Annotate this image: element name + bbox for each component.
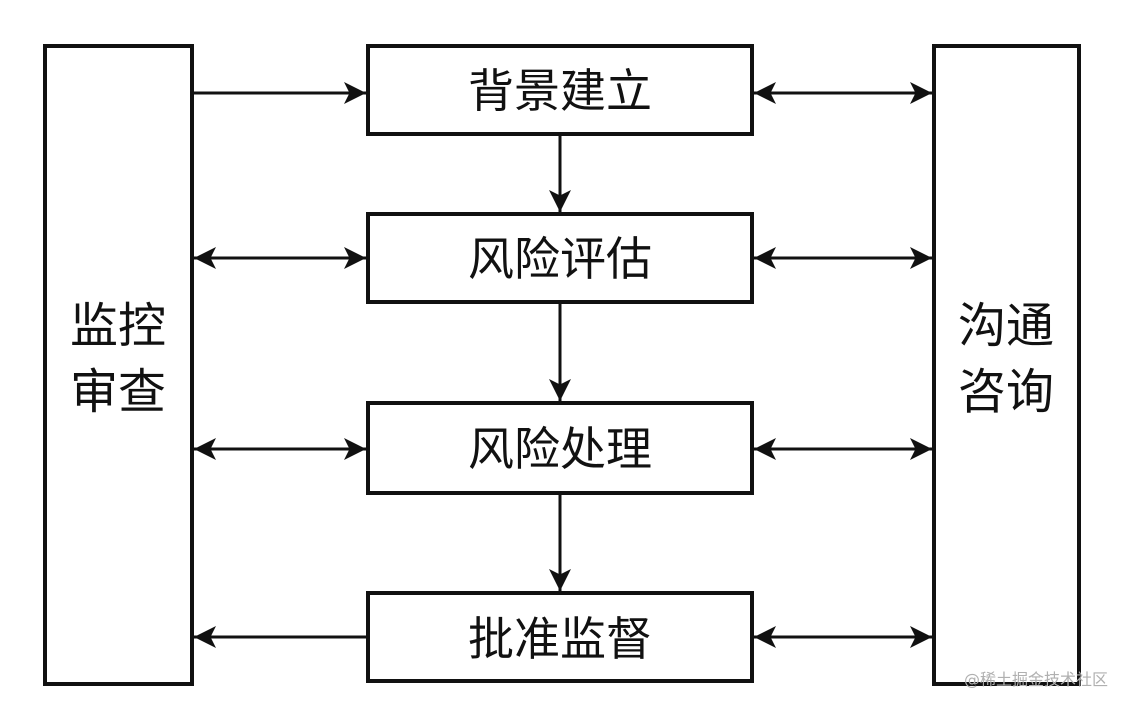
monitor-review-box: 监控 审查 xyxy=(43,44,194,686)
step-background-setup: 背景建立 xyxy=(366,44,754,136)
communication-consult-box: 沟通 咨询 xyxy=(932,44,1081,686)
step-approval-supervision-label: 批准监督 xyxy=(468,612,652,666)
step-approval-supervision: 批准监督 xyxy=(366,591,754,683)
step-risk-assessment: 风险评估 xyxy=(366,212,754,304)
step-risk-assessment-label: 风险评估 xyxy=(468,232,652,286)
step-risk-treatment-label: 风险处理 xyxy=(468,422,652,476)
step-background-setup-label: 背景建立 xyxy=(468,64,652,118)
monitor-review-line2: 审查 xyxy=(70,364,166,420)
monitor-review-line1: 监控 xyxy=(70,298,166,354)
watermark: @稀土掘金技术社区 xyxy=(963,670,1108,689)
step-risk-treatment: 风险处理 xyxy=(366,401,754,495)
communication-consult-line1: 沟通 xyxy=(958,298,1054,354)
communication-consult-line2: 咨询 xyxy=(958,364,1054,420)
